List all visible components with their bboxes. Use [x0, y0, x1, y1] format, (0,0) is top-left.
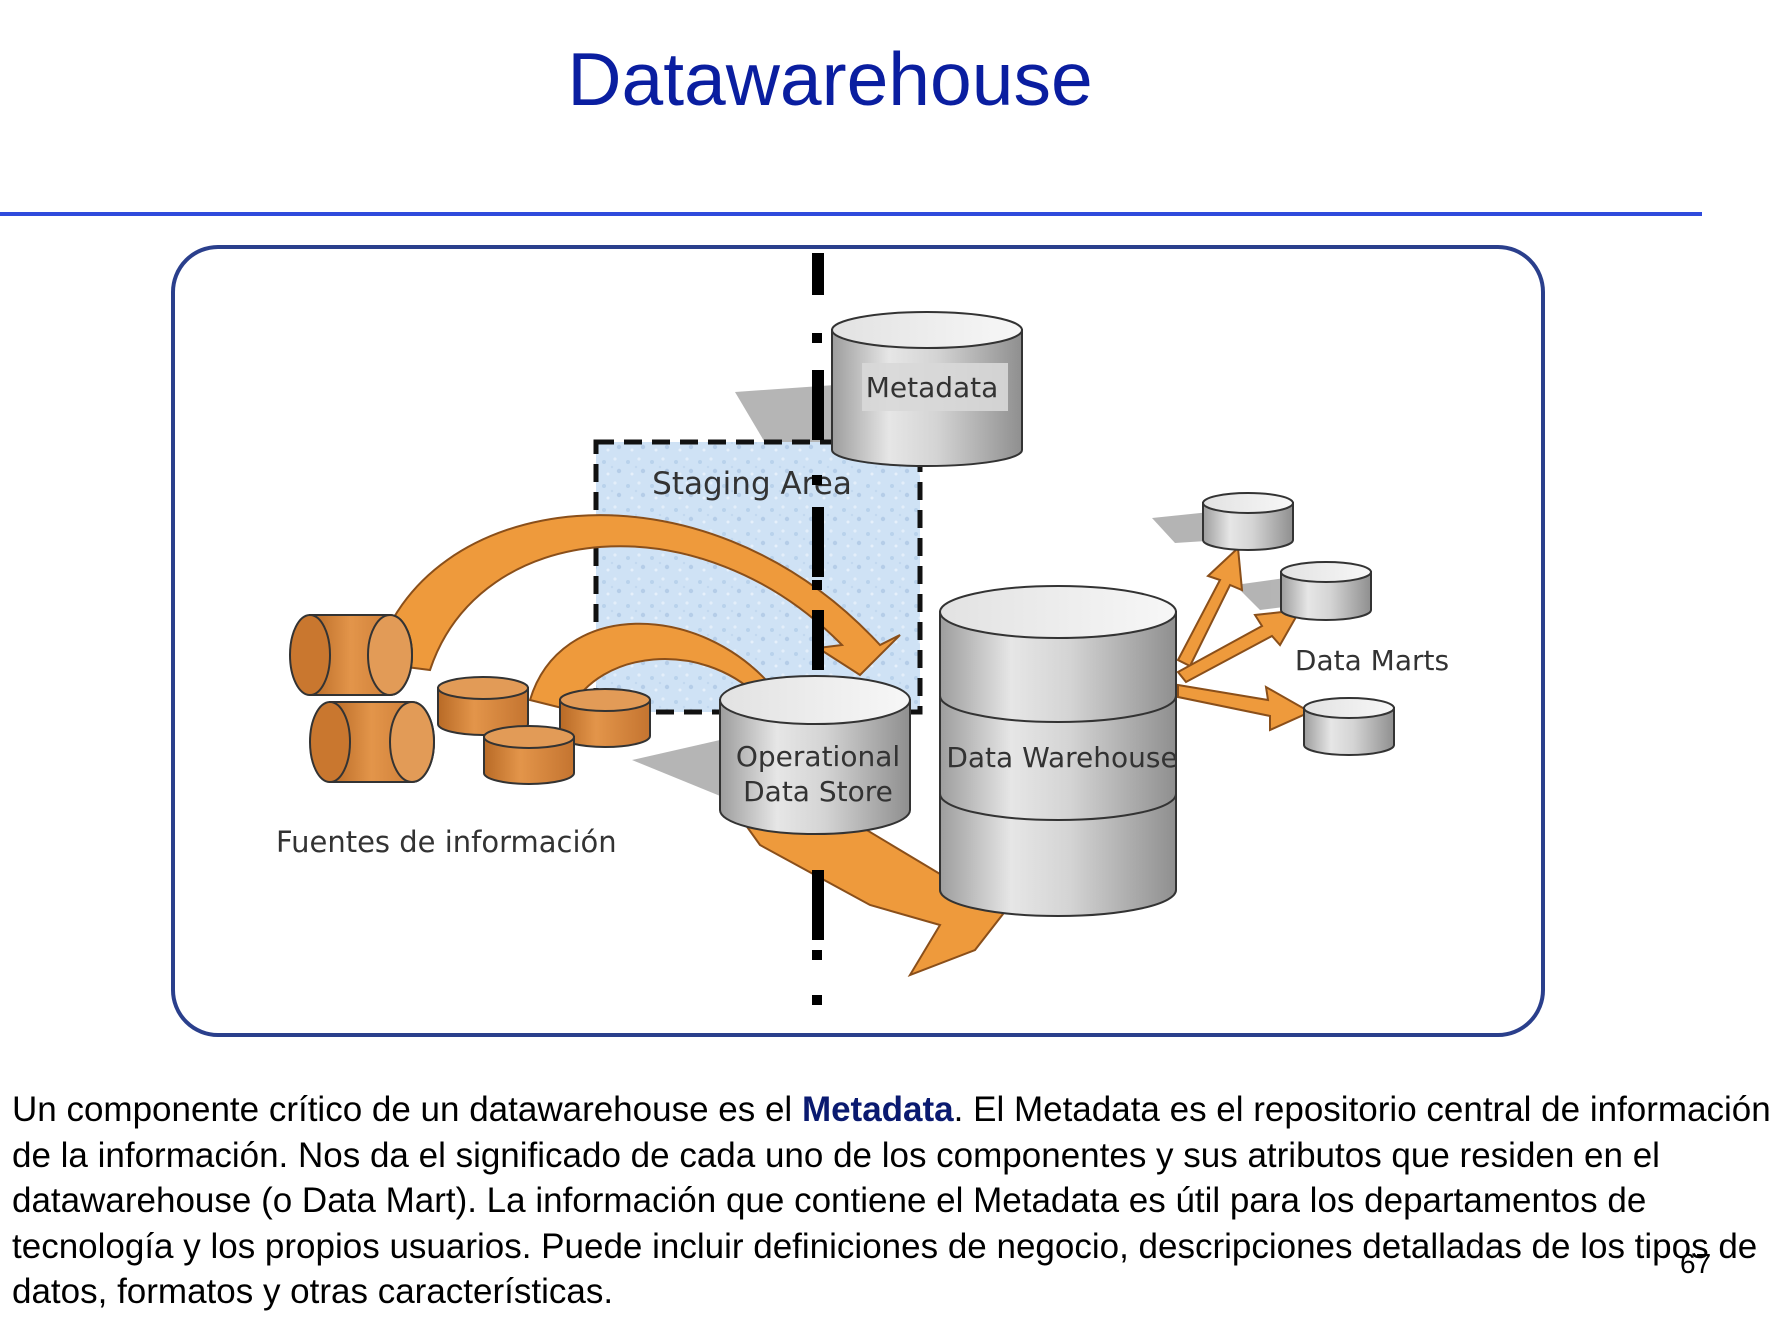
description-bold-metadata: Metadata — [801, 1090, 954, 1129]
data-warehouse-cylinder: Data Warehouse — [939, 585, 1178, 917]
description-text: Un componente crítico de un datawarehous… — [12, 1087, 1777, 1315]
ods-label-line2: Data Store — [743, 775, 893, 808]
title-divider — [0, 212, 1702, 216]
data-mart-cylinder-3 — [1303, 697, 1395, 756]
source-cylinder-large-1 — [289, 614, 413, 696]
metadata-label: Metadata — [866, 371, 999, 404]
data-warehouse-label: Data Warehouse — [946, 741, 1177, 774]
slide-title: Datawarehouse — [567, 37, 1093, 121]
data-mart-arrows — [1176, 545, 1313, 732]
source-cylinder-large-2 — [309, 701, 435, 783]
sources-label: Fuentes de información — [276, 825, 617, 859]
source-cylinder-small-1 — [437, 676, 529, 736]
data-mart-cylinder-2 — [1280, 561, 1372, 621]
sources-to-odsdw-arrow-top — [373, 514, 901, 677]
data-marts-label: Data Marts — [1295, 644, 1449, 677]
ods-label-line1: Operational — [736, 740, 900, 773]
separator-line — [812, 253, 824, 1005]
page-number: 67 — [1680, 1248, 1712, 1279]
data-mart-cylinder-1 — [1202, 492, 1294, 551]
description-part1: Un componente crítico de un datawarehous… — [12, 1090, 802, 1129]
description-part2: . El Metadata es el repositorio central … — [12, 1090, 1771, 1311]
source-cylinder-small-3 — [483, 725, 575, 785]
ods-cylinder: Operational Data Store — [719, 675, 911, 835]
metadata-cylinder: Metadata — [831, 311, 1023, 467]
